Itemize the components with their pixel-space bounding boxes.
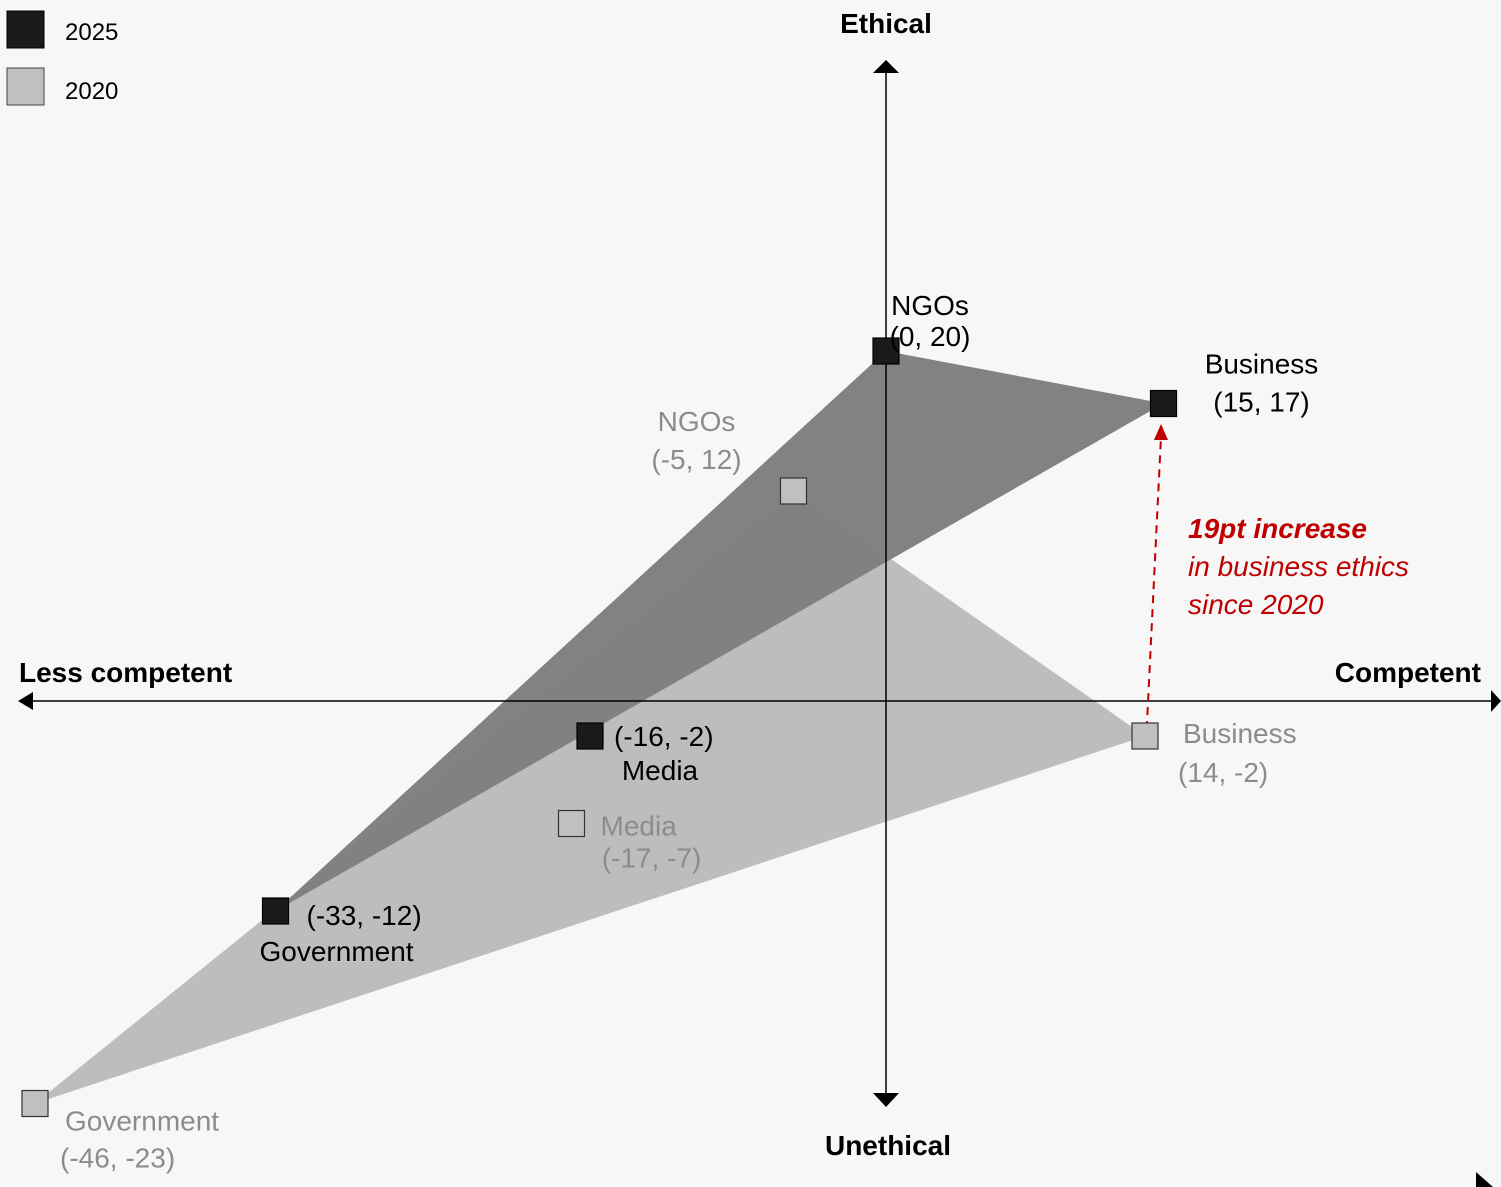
x-axis-positive-label: Competent: [1335, 657, 1481, 688]
label-2025-government: Government: [260, 936, 414, 967]
marker-2025-business: [1149, 389, 1178, 418]
y-axis-top-arrow: [873, 60, 899, 73]
series-2020-area: [35, 491, 1145, 1104]
marker-2020-ngos: [779, 477, 808, 505]
x-axis-right-arrow: [1491, 690, 1501, 712]
series-2025-area: [275, 351, 1164, 911]
annotation: 19pt increase in business ethics since 2…: [1145, 424, 1409, 744]
data-points: NGOs(0, 20)Business(15, 17)Media(-16, -2…: [21, 290, 1319, 1174]
x-axis-left-arrow: [18, 692, 33, 710]
y-axis-negative-label: Unethical: [825, 1130, 951, 1161]
coord-2025-business: (15, 17): [1213, 387, 1310, 418]
axes: [18, 60, 1501, 1187]
annotation-arrowhead: [1154, 424, 1168, 440]
coord-2020-government: (-46, -23): [60, 1143, 175, 1174]
label-2025-ngos: NGOs: [891, 290, 969, 321]
label-2025-business: Business: [1205, 349, 1319, 380]
y-axis-positive-label: Ethical: [840, 8, 932, 39]
annotation-dashed-arrow: [1145, 436, 1162, 744]
label-2020-government: Government: [65, 1106, 219, 1137]
marker-2025-ngos: [872, 337, 900, 365]
label-2020-ngos: NGOs: [658, 406, 736, 437]
x-axis-negative-label: Less competent: [19, 657, 232, 688]
marker-2025-media: [576, 722, 604, 750]
annotation-line-2: since 2020: [1188, 589, 1324, 620]
coord-2025-government: (-33, -12): [307, 900, 422, 931]
coord-2020-ngos: (-5, 12): [651, 444, 741, 475]
corner-arrow-icon: [1476, 1172, 1493, 1187]
annotation-title: 19pt increase: [1188, 513, 1367, 544]
legend-swatch-2025: [6, 10, 45, 49]
coord-2025-media: (-16, -2): [614, 721, 714, 752]
marker-2020-media: [557, 809, 586, 838]
marker-2020-business: [1131, 722, 1159, 750]
label-2025-media: Media: [622, 755, 699, 786]
legend-label-2025: 2025: [65, 19, 118, 46]
marker-2020-government: [21, 1089, 49, 1118]
legend-label-2020: 2020: [65, 78, 118, 105]
label-2020-media: Media: [601, 811, 678, 842]
coord-2020-media: (-17, -7): [602, 843, 702, 874]
legend: 2025 2020: [6, 10, 118, 106]
series-shapes: [35, 351, 1164, 1104]
annotation-line-1: in business ethics: [1188, 551, 1409, 582]
label-2020-business: Business: [1183, 718, 1297, 749]
y-axis-bottom-arrow: [873, 1093, 899, 1107]
coord-2025-ngos: (0, 20): [890, 321, 971, 352]
legend-swatch-2020: [6, 67, 45, 106]
marker-2025-government: [261, 897, 290, 925]
coord-2020-business: (14, -2): [1178, 757, 1268, 788]
